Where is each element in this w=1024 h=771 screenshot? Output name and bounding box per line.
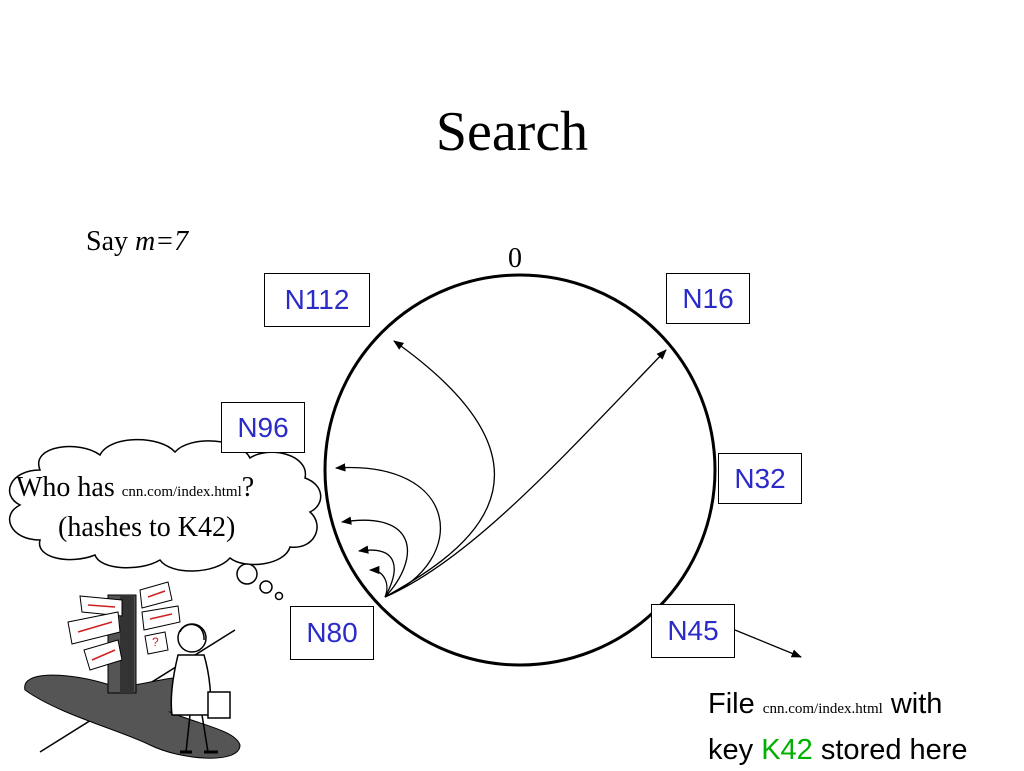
storage-key: K42 [761, 734, 813, 766]
node-n16: N16 [666, 273, 750, 324]
query-prefix: Who has [16, 472, 122, 503]
arrow-to-n96-minus [340, 516, 408, 598]
svg-text:?: ? [152, 635, 159, 649]
node-n80: N80 [290, 606, 374, 660]
query-suffix: ? [241, 472, 255, 503]
arrow-short-1 [357, 545, 395, 598]
say-m-label: Say m=7 [86, 226, 188, 258]
storage-file: cnn.com/index.html [762, 701, 883, 717]
confused-person-at-signpost-icon: ? [24, 581, 241, 759]
arrow-to-n112 [384, 340, 495, 598]
storage-line-2: key K42 stored here [708, 730, 968, 771]
finger-arrows [334, 340, 802, 658]
node-n96: N96 [221, 402, 305, 453]
node-n32: N32 [718, 453, 802, 504]
ring-zero-label: 0 [508, 243, 522, 274]
query-hash-note: (hashes to K42) [58, 512, 236, 543]
query-line: Who has cnn.com/index.html? [16, 472, 254, 504]
storage-key-prefix: key [708, 734, 762, 766]
storage-with: with [882, 688, 943, 720]
arrow-to-n96 [334, 463, 442, 598]
storage-line-1: File cnn.com/index.html with [708, 684, 968, 730]
arrow-short-2 [368, 565, 388, 598]
say-prefix: Say [86, 226, 135, 257]
thought-cloud-icon [8, 438, 322, 601]
node-n45: N45 [651, 604, 735, 658]
arrow-n45-to-storage [734, 629, 802, 658]
storage-file-prefix: File [708, 688, 763, 720]
arrow-to-n16 [384, 349, 667, 598]
say-expression: m=7 [135, 226, 189, 257]
chord-ring [323, 273, 717, 667]
node-n112: N112 [264, 273, 370, 327]
storage-suffix: stored here [812, 734, 968, 766]
query-file: cnn.com/index.html [121, 484, 242, 500]
storage-note: File cnn.com/index.html with key K42 sto… [708, 684, 968, 771]
slide-title: Search [435, 101, 589, 163]
